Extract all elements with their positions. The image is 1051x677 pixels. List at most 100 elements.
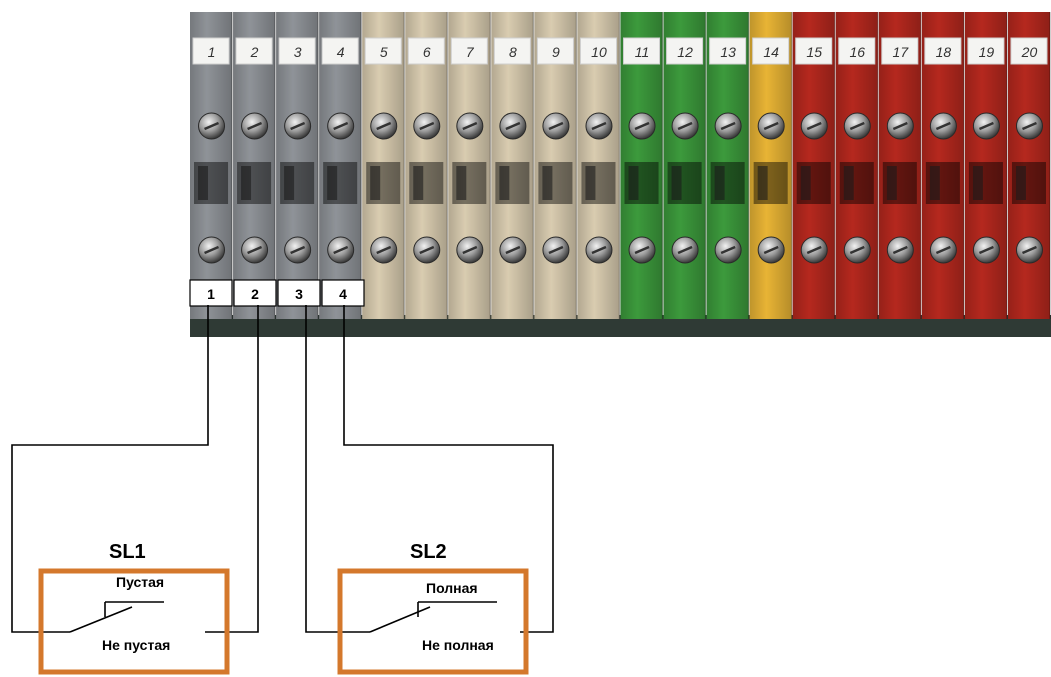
screw-slot: [333, 245, 349, 255]
terminal-number: 17: [893, 44, 910, 60]
terminal-label-tab: [364, 37, 402, 65]
terminal-number: 8: [509, 44, 517, 60]
wires: [11, 305, 554, 633]
sensor-sl1: SL1 Пустая Не пустая: [38, 541, 230, 675]
terminal-clip: [413, 166, 424, 200]
terminal-9: 9: [534, 12, 578, 319]
terminal-clip: [671, 166, 682, 200]
screw-slot: [892, 245, 908, 255]
screw-slot: [1021, 121, 1037, 131]
screw-slot: [806, 245, 822, 255]
terminal-3: 3: [276, 12, 319, 319]
screw-slot: [462, 121, 478, 131]
terminal-clip: [1015, 166, 1026, 200]
terminal-14: 14: [749, 12, 793, 319]
screw-slot: [849, 121, 865, 131]
wire-label-text: 4: [339, 286, 347, 302]
terminal-clip: [757, 166, 768, 200]
wire-label-text: 1: [207, 286, 215, 302]
screw-slot: [634, 121, 650, 131]
terminal-number: 12: [677, 44, 693, 60]
terminal-number: 5: [380, 44, 388, 60]
terminal-number: 7: [466, 44, 475, 60]
screw-slot: [720, 121, 736, 131]
terminal-number: 2: [250, 44, 259, 60]
screw-slot: [462, 245, 478, 255]
terminal-clip: [972, 166, 983, 200]
screw-slot: [892, 121, 908, 131]
screw-slot: [591, 245, 607, 255]
wire-label-box: [233, 279, 277, 307]
wire-1: [11, 305, 209, 633]
sensor-sl2-frame: [337, 568, 529, 675]
terminal-16: 16: [835, 12, 879, 319]
terminal-label-tab: [967, 37, 1005, 65]
terminal-label-tab: [666, 37, 704, 65]
wire-label-box: [189, 279, 233, 307]
terminal-19: 19: [964, 12, 1008, 319]
wire-label-box: [321, 279, 365, 307]
screw-slot: [634, 245, 650, 255]
terminal-label-tab: [752, 37, 790, 65]
wire-label-text: 3: [295, 286, 303, 302]
terminal-label-tab: [881, 37, 919, 65]
terminal-15: 15: [792, 12, 836, 319]
terminal-clip: [714, 166, 725, 200]
screw-slot: [505, 245, 521, 255]
sensor-sl1-state-off: Не пустая: [102, 637, 170, 653]
terminal-number: 1: [208, 44, 216, 60]
terminal-clip: [585, 166, 596, 200]
terminal-17: 17: [878, 12, 922, 319]
terminal-clip: [456, 166, 467, 200]
terminal-13: 13: [706, 12, 750, 319]
terminal-18: 18: [921, 12, 965, 319]
terminal-number: 19: [979, 44, 995, 60]
terminal-clip: [800, 166, 811, 200]
terminal-number: 10: [591, 44, 607, 60]
terminal-number: 3: [294, 44, 302, 60]
wire-3: [305, 305, 370, 633]
terminal-number: 20: [1021, 44, 1038, 60]
sensor-sl1-frame: [38, 568, 230, 675]
terminal-4: 4: [319, 12, 362, 319]
screw-slot: [376, 245, 392, 255]
terminal-label-tab: [407, 37, 445, 65]
screw-slot: [978, 245, 994, 255]
screw-slot: [591, 121, 607, 131]
terminal-label-tab: [1010, 37, 1048, 65]
terminal-number: 18: [936, 44, 952, 60]
wire-label-4: 4: [321, 279, 365, 307]
terminal-20: 20: [1007, 12, 1051, 319]
wire-2: [205, 305, 259, 633]
screw-slot: [978, 121, 994, 131]
wire-label-3: 3: [277, 279, 321, 307]
terminal-label-tab: [450, 37, 488, 65]
terminal-label-tab: [278, 37, 316, 65]
screw-slot: [763, 245, 779, 255]
screw-slot: [247, 245, 263, 255]
terminal-10: 10: [577, 12, 621, 319]
terminal-clip: [542, 166, 553, 200]
sensor-sl2-switch-blade: [369, 606, 431, 633]
sensor-sl2: SL2 Полная Не полная: [337, 541, 529, 675]
terminal-2: 2: [233, 12, 276, 319]
terminal-label-tab: [838, 37, 876, 65]
terminal-11: 11: [620, 12, 664, 319]
terminal-number: 6: [423, 44, 431, 60]
terminal-label-tab: [321, 37, 359, 65]
terminal-label-tab: [192, 37, 230, 65]
wire-label-2: 2: [233, 279, 277, 307]
terminal-number: 11: [635, 44, 650, 60]
terminal-label-tab: [579, 37, 618, 65]
screw-slot: [419, 121, 435, 131]
screw-slot: [419, 245, 435, 255]
terminal-label-tab: [924, 37, 962, 65]
sensor-sl2-state-off: Не полная: [422, 637, 494, 653]
screw-slot: [763, 121, 779, 131]
terminal-number: 16: [849, 44, 865, 60]
terminal-label-tab: [709, 37, 747, 65]
terminal-clip: [370, 166, 381, 200]
wire-label-box: [277, 279, 321, 307]
